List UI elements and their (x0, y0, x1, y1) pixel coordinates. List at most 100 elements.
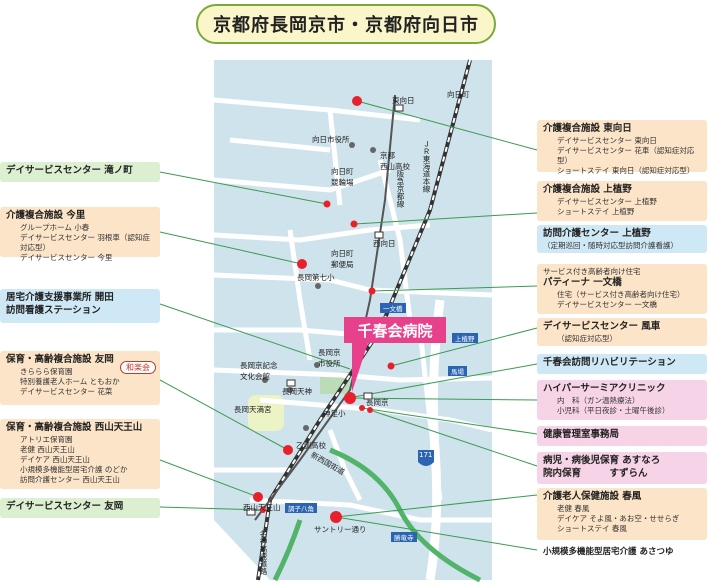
callout-head: 居宅介護支援事業所 開田 (6, 292, 114, 303)
map-label-otokuni-hs: 乙訓高校 (296, 441, 326, 450)
callout-kaiden: 居宅介護支援事業所 開田 訪問看護ステーション (0, 289, 160, 323)
map-label-post-office: 向日町 郵便局 (331, 249, 354, 269)
callout-sub: デイサービスセンター 上植野 (557, 196, 657, 206)
callout-head: ハイパーサーミアクリニック (543, 383, 666, 394)
callout-head: デイサービスセンター 滝ノ町 (6, 165, 133, 176)
callout-head: 保育・高齢複合施設 西山天王山 (6, 422, 143, 433)
map-label-kami-shichi: 神足小 (323, 409, 346, 418)
jr-tokaido-line (256, 59, 472, 581)
map-label-nagaoka-tenjin: 長岡天神 (282, 387, 312, 396)
route-171-shield (418, 450, 434, 466)
callout-sub: ショートステイ 春風 (557, 524, 627, 534)
callout-sub: 老健 春風 (557, 503, 590, 513)
roads (213, 97, 493, 523)
map-label-shinkamoto: 調子八角 (285, 503, 317, 513)
map-label-meishin: 名神高速道路 (259, 530, 268, 575)
callout-head: 千春会訪問リハビリテーション (543, 357, 676, 368)
callout-imazato: 介護複合施設 今里 グループホーム 小春 デイサービスセンター 羽根車（認知症対… (0, 207, 160, 262)
callout-head: デイサービスセンター 風車 (543, 321, 661, 332)
callout-hyperthermia: ハイパーサーミアクリニック 内 科（ガン温熱療法） 小児科（平日夜診・土曜午後診… (537, 380, 707, 420)
callout-health-office: 健康管理室事務局 (537, 426, 707, 446)
hospital-pointer (352, 343, 368, 392)
callout-visiting-care: 訪問介護センター 上植野 （定期巡回・随時対応型訪問介護看護） (537, 225, 707, 253)
map-label-katsura: 勝竜寺 (391, 532, 417, 542)
callout-head2: 院内保育 すずらん (543, 467, 648, 479)
callout-head: 介護複合施設 今里 (6, 210, 86, 221)
callout-sub: デイサービスセンター 東向日 (557, 135, 657, 145)
callout-head: パティーナ 一文橋 (543, 277, 622, 289)
map-label-jr-line: ＪＲ東海道本線 (422, 140, 431, 193)
page-title: 京都府長岡京市・京都府向日市 (196, 4, 496, 44)
callout-sub: 住宅（サービス付き高齢者向け住宅） (557, 289, 685, 299)
map-label-mukou-city-hall: 向日市役所 (312, 135, 350, 144)
callout-tomooka-dayservice: デイサービスセンター 友岡 (0, 498, 160, 518)
callout-rehab: 千春会訪問リハビリテーション (537, 354, 707, 374)
callout-head: 健康管理室事務局 (543, 429, 620, 440)
map-label-keiba: 向日町 競輪場 (331, 167, 354, 187)
callout-harukaze: 介護老人保健施設 春風 老健 春風 デイケア そよ風・あお空・せせらぎ ショート… (537, 488, 707, 540)
callout-head: 病児・病後児保育 あすなろ (543, 455, 661, 466)
map-label-nagaokakyo-city-hall: 長岡京 市役所 (318, 348, 341, 368)
map-label-suntory: サントリー通り (314, 525, 367, 534)
callout-sub: 小児科（平日夜診・土曜午後診） (557, 405, 670, 415)
callout-sub: デイケア そよ風・あお空・せせらぎ (557, 513, 680, 523)
callout-sub: 内 科（ガン温熱療法） (557, 395, 640, 405)
map-label-mukomachi: 向日町 (447, 90, 470, 99)
callout-sub: アトリエ保育園 (20, 434, 73, 444)
callout-head: 介護老人保健施設 春風 (543, 491, 642, 502)
callout-kazaguruma: デイサービスセンター 風車 （認知症対応型） (537, 318, 707, 346)
callout-sub: デイケア 西山天王山 (20, 455, 90, 465)
callout-sub: ショートステイ 東向日（認知症対応型） (557, 166, 695, 176)
map-label-kamiue: 上植野 (452, 333, 478, 343)
map-label-nishiyama-station: 西山天王山 (243, 503, 281, 512)
map-label-tenmangu: 長岡天満宮 (234, 405, 272, 414)
callout-head: 小規模多機能型居宅介護 あさつゆ (543, 547, 674, 557)
connector-lines (159, 100, 538, 551)
callout-kamiueno: 介護複合施設 上植野 デイサービスセンター 上植野 ショートステイ 上植野 (537, 181, 707, 221)
route-171 (425, 299, 445, 581)
map-label-ichimon: 一文橋 (380, 303, 406, 313)
callout-sub: 特別養護老人ホーム ともおか (20, 376, 120, 386)
callout-sub: （定期巡回・随時対応型訪問介護看護） (543, 240, 678, 250)
map-corner (214, 520, 270, 580)
callout-sub: 小規模多機能型居宅介護 のどか (20, 465, 128, 475)
map-label-nagaoka7: 長岡第七小 (297, 273, 335, 282)
callout-sub: ショートステイ 上植野 (557, 206, 635, 216)
callout-sub: 訪問看護ステーション (6, 304, 101, 316)
badge-wagokai: 和楽会 (120, 361, 156, 374)
callout-sub: デイサービスセンター 花車（認知症対応型） (557, 145, 695, 166)
callout-head: 介護複合施設 東向日 (543, 123, 632, 134)
stations (246, 104, 404, 516)
callout-head: 介護複合施設 上植野 (543, 184, 632, 195)
callout-patina: サービス付き高齢者向け住宅 パティーナ 一文橋 住宅（サービス付き高齢者向け住宅… (537, 264, 707, 314)
callout-sub: グループホーム 小春 (20, 222, 90, 232)
map-label-hankyu-line: 阪急京都線 (396, 170, 405, 208)
callout-sub: デイサービスセンター 一文橋 (557, 300, 657, 310)
callout-head: 保育・高齢複合施設 友岡 (6, 354, 114, 365)
landmark-dots (262, 142, 376, 431)
callout-sub: （認知症対応型） (557, 333, 617, 343)
callout-head: 訪問介護センター 上植野 (543, 228, 651, 239)
callout-sub: デイサービスセンター 今里 (20, 253, 113, 263)
callout-asatsuyu: 小規模多機能型居宅介護 あさつゆ (537, 544, 707, 560)
route-171-label: 171 (419, 451, 433, 459)
callout-sub: デイサービスセンター 花菜 (20, 387, 113, 397)
map-label-nagaokakyo-station: 長岡京 (366, 398, 389, 407)
callout-tomooka-complex: 保育・高齢複合施設 友岡 きららら保育園 特別養護老人ホーム ともおか デイサー… (0, 351, 160, 405)
callout-head: デイサービスセンター 友岡 (6, 501, 124, 512)
callout-higashimukou: 介護複合施設 東向日 デイサービスセンター 東向日 デイサービスセンター 花車（… (537, 120, 707, 175)
expressway-branch (272, 519, 303, 582)
map-label-memorial-hall: 長岡京記念 文化会館 (240, 361, 278, 381)
callout-sub: 訪問介護センター 西山天王山 (20, 475, 120, 485)
callout-nishiyama-complex: 保育・高齢複合施設 西山天王山 アトリエ保育園 老健 西山天王山 デイケア 西山… (0, 419, 160, 489)
hospital-label: 千春会病院 (344, 317, 446, 343)
facility-markers (253, 96, 395, 523)
map-label-baba: 馬場 (448, 366, 467, 376)
callout-takinocho: デイサービスセンター 滝ノ町 (0, 162, 160, 182)
map-label-nishiyama-hs: 京都 西山高校 (380, 151, 410, 171)
callout-childcare: 病児・病後児保育 あすなろ 院内保育 すずらん (537, 452, 707, 484)
map-label-higashimukou: 東向日 (392, 96, 415, 105)
callout-sub: デイサービスセンター 羽根車（認知症対応型） (20, 232, 150, 253)
callout-sub: きららら保育園 (20, 366, 73, 376)
callout-sub: 老健 西山天王山 (20, 444, 75, 454)
